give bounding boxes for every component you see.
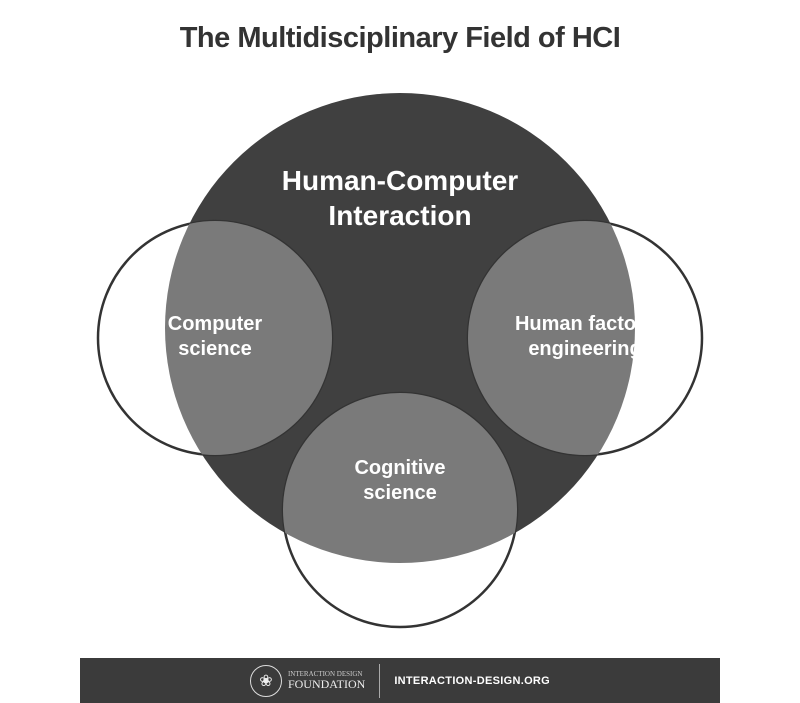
label-line: Computer — [167, 313, 263, 335]
computer-science-label: Computer science — [145, 312, 285, 362]
logo-text-top: INTERACTION DESIGN — [287, 670, 363, 678]
label-line: Cognitive — [354, 457, 446, 479]
computer-science-circle — [96, 219, 334, 457]
cognitive-science-circle — [281, 391, 519, 629]
hci-label-line: Interaction — [328, 200, 472, 231]
hci-label: Human-Computer Interaction — [250, 163, 550, 233]
site-link[interactable]: INTERACTION-DESIGN.ORG — [394, 674, 551, 687]
logo-text-bottom: FOUNDATION — [287, 677, 366, 691]
page-title: The Multidisciplinary Field of HCI — [179, 22, 621, 54]
hci-circle — [165, 93, 635, 563]
tree-icon: ❀ — [249, 664, 282, 697]
cognitive-science-label: Cognitive science — [320, 456, 480, 506]
label-line: science — [178, 338, 252, 360]
hci-label-line: Human-Computer — [281, 165, 519, 196]
venn-diagram — [96, 93, 704, 629]
label-line: Human factors — [514, 313, 656, 335]
label-line: engineering — [528, 338, 642, 360]
divider — [379, 663, 381, 698]
label-line: science — [363, 482, 437, 504]
human-factors-circle — [466, 219, 704, 457]
idf-logo: ❀ INTERACTION DESIGN FOUNDATION — [249, 664, 366, 697]
human-factors-label: Human factors engineering — [470, 312, 700, 362]
footer-bar: ❀ INTERACTION DESIGN FOUNDATION INTERACT… — [80, 658, 720, 703]
